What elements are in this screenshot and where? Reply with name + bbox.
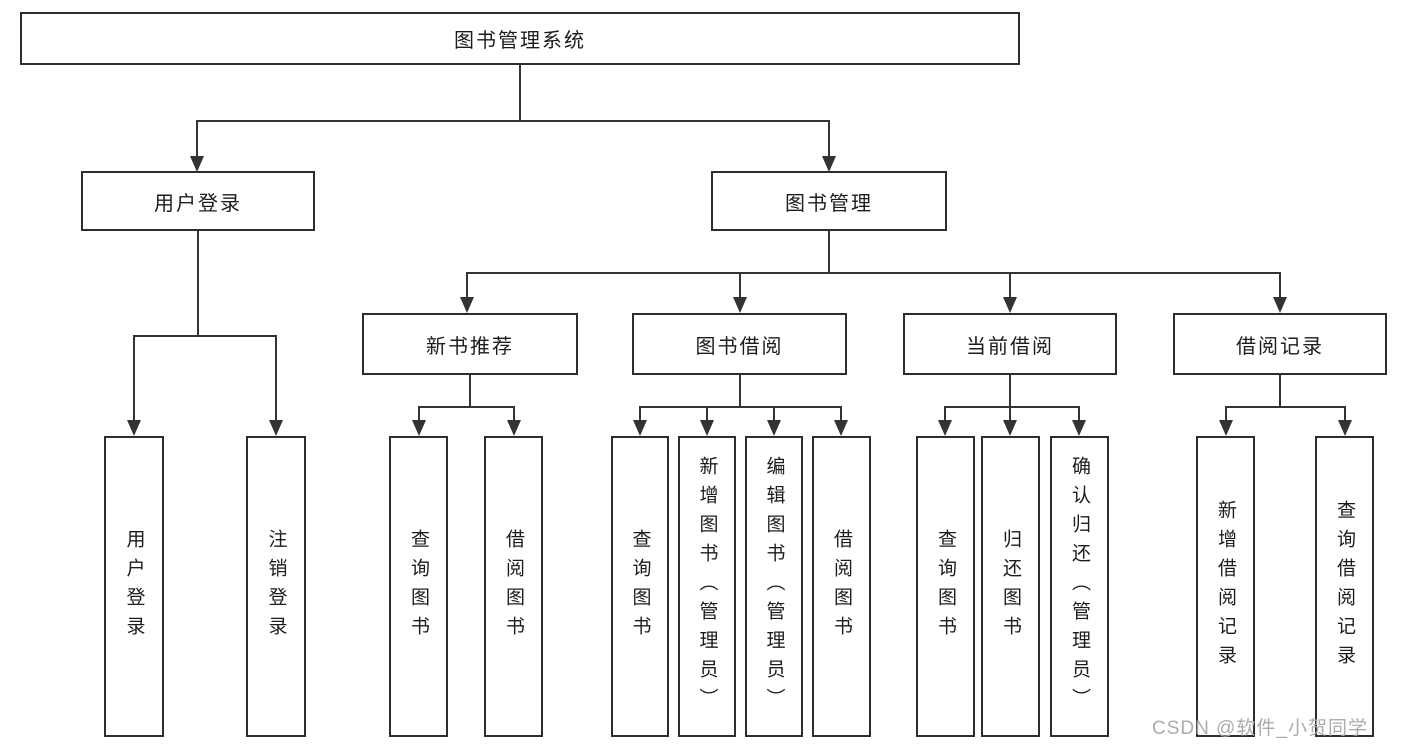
leaf-rec-add-record: 新增借阅记录 — [1196, 436, 1255, 737]
leaf-cb-query-books: 查询图书 — [916, 436, 975, 737]
node-book-management: 图书管理 — [711, 171, 947, 231]
node-root: 图书管理系统 — [20, 12, 1020, 65]
connector-book-mgmt-rail — [466, 272, 1281, 274]
connector-records-stem — [1279, 375, 1281, 407]
connector-arrow-bb-query — [633, 406, 647, 436]
leaf-bb-edit-books-admin: 编辑图书（管理员） — [745, 436, 803, 737]
connector-arrow-rec-query — [1338, 406, 1352, 436]
connector-arrow-borrow-records — [1273, 272, 1287, 313]
leaf-user-login: 用户登录 — [104, 436, 164, 737]
leaf-cb-confirm-return-admin: 确认归还（管理员） — [1050, 436, 1109, 737]
connector-borrowing-stem — [739, 375, 741, 407]
connector-book-mgmt-stem — [828, 231, 830, 273]
connector-arrow-cb-return — [1003, 406, 1017, 436]
connector-user-login-rail — [133, 335, 277, 337]
connector-arrow-bb-add — [700, 406, 714, 436]
connector-arrow-bb-borrow — [834, 406, 848, 436]
node-new-book-recommend: 新书推荐 — [362, 313, 578, 375]
connector-user-login-stem — [197, 231, 199, 336]
connector-arrow-to-user-login — [190, 120, 204, 172]
connector-arrow-cb-confirm — [1072, 406, 1086, 436]
connector-arrow-new-books — [460, 272, 474, 313]
connector-borrowing-rail — [639, 406, 842, 408]
node-user-login: 用户登录 — [81, 171, 315, 231]
connector-arrow-rec-add — [1219, 406, 1233, 436]
leaf-logout: 注销登录 — [246, 436, 306, 737]
leaf-rec-query-record: 查询借阅记录 — [1315, 436, 1374, 737]
connector-arrow-nb-query — [412, 406, 426, 436]
leaf-bb-query-books: 查询图书 — [611, 436, 669, 737]
csdn-watermark: CSDN @软件_小贺同学 — [1152, 718, 1368, 739]
leaf-cb-return-books: 归还图书 — [981, 436, 1040, 737]
connector-new-books-rail — [418, 406, 515, 408]
connector-arrow-book-borrow — [733, 272, 747, 313]
connector-arrow-login-leaf — [127, 335, 141, 436]
leaf-bb-borrow-books: 借阅图书 — [812, 436, 871, 737]
leaf-nb-borrow-books: 借阅图书 — [484, 436, 543, 737]
leaf-bb-add-books-admin: 新增图书（管理员） — [678, 436, 736, 737]
connector-new-books-stem — [469, 375, 471, 407]
connector-current-rail — [944, 406, 1080, 408]
connector-root-stem — [519, 65, 521, 121]
connector-arrow-current-borrow — [1003, 272, 1017, 313]
connector-current-stem — [1009, 375, 1011, 407]
node-borrowing-records: 借阅记录 — [1173, 313, 1387, 375]
node-book-borrowing: 图书借阅 — [632, 313, 847, 375]
connector-arrow-logout-leaf — [269, 335, 283, 436]
leaf-nb-query-books: 查询图书 — [389, 436, 448, 737]
connector-arrow-bb-edit — [767, 406, 781, 436]
connector-arrow-nb-borrow — [507, 406, 521, 436]
connector-arrow-to-book-mgmt — [822, 120, 836, 172]
connector-arrow-cb-query — [938, 406, 952, 436]
connector-root-rail — [196, 120, 830, 122]
node-current-borrowing: 当前借阅 — [903, 313, 1117, 375]
connector-records-rail — [1225, 406, 1346, 408]
